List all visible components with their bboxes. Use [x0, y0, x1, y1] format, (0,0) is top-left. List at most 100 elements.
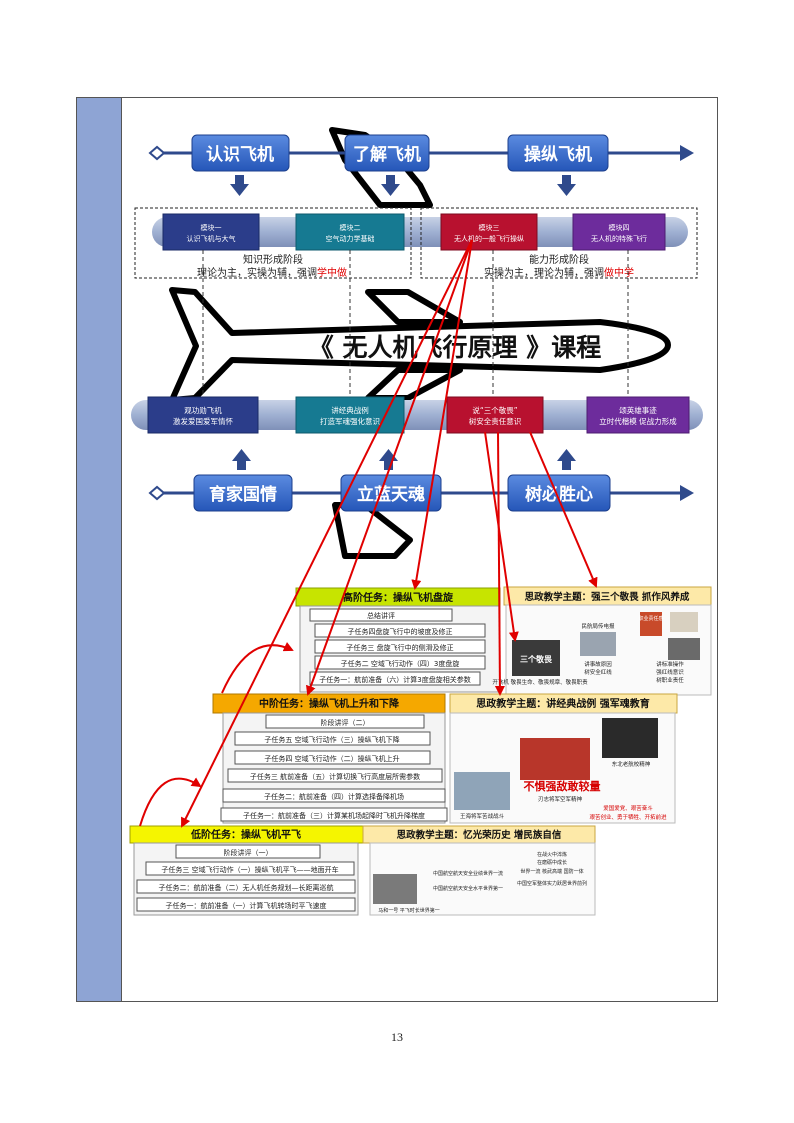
phase-desc-2: 实操为主，理论为辅，强调做中学 — [484, 266, 634, 279]
stage-label-1: 认识飞机 — [206, 144, 274, 165]
value-line2-4: 立时代楷模 促战力形成 — [599, 416, 677, 426]
phase-box-ability — [420, 207, 698, 279]
stage-down-arrows — [230, 175, 576, 196]
module-box-3 — [440, 213, 538, 251]
mid-text-3: 刃志将军空军精神 — [538, 795, 583, 803]
module-subtitle-3: 无人机的一般飞行操纵 — [454, 234, 524, 243]
page-number: 13 — [391, 1030, 403, 1044]
low-text-5: 中国航空航天安全业绩世界一流 — [433, 870, 503, 877]
mid-text-5: 艰苦创业、勇于牺牲、开拓前进 — [589, 813, 667, 821]
value-box-1 — [147, 396, 259, 434]
high-photo-5 — [668, 638, 700, 660]
mid-text-2: 王海将军苦战战斗 — [460, 812, 505, 820]
module-box-4 — [572, 213, 666, 251]
mid-task-panel — [222, 712, 446, 824]
phase-box-knowledge — [134, 207, 412, 279]
bottom-stage-box-1 — [193, 474, 293, 512]
mid-task-list: 阶段讲评（二） 子任务五 空域飞行动作（三）操纵飞机下降 子任务四 空域飞行动作… — [220, 714, 448, 822]
module-value-connectors — [202, 250, 629, 398]
high-text-2: 三个敬畏 — [520, 654, 553, 664]
mid-task-header-text: 中阶任务：操纵飞机上升和下降 — [259, 697, 400, 710]
low-photo-1 — [373, 874, 417, 904]
high-task-0: 总结讲评 — [367, 611, 395, 620]
phase-desc-1: 理论为主，实操为辅，强调学中做 — [197, 266, 347, 279]
top-flow-start-diamond — [148, 145, 166, 161]
value-line1-3: 说“三个敬畏” — [472, 405, 517, 415]
value-line1-4: 颂英雄事迹 — [619, 405, 657, 415]
high-text-5: 树安全红线 — [584, 668, 612, 676]
module-title-2: 模块二 — [340, 223, 361, 232]
top-flow-arrowhead — [680, 145, 694, 161]
value-box-4 — [586, 396, 690, 434]
value-line2-1: 激发爱国爱军情怀 — [173, 416, 233, 426]
high-text-6: 讲标准操作 — [656, 660, 684, 668]
mid-photo-3 — [454, 772, 510, 810]
bottom-stage-label-2: 立蓝天魂 — [357, 484, 425, 505]
low-task-header-text: 低阶任务：操纵飞机平飞 — [190, 828, 301, 841]
low-task-list: 阶段讲评（一） 子任务三 空域飞行动作（一）操纵飞机平飞——地面开车 子任务二：… — [136, 844, 356, 912]
module-subtitle-1: 认识飞机与大气 — [187, 234, 236, 243]
high-task-header-text: 高阶任务：操纵飞机盘旋 — [343, 591, 454, 604]
low-text-6: 马和一号 平飞时长世界第一 — [378, 907, 440, 914]
mid-task-2: 子任务四 空域飞行动作（二）操纵飞机上升 — [264, 754, 399, 763]
high-photo-1 — [512, 640, 560, 676]
value-up-arrows — [232, 449, 576, 470]
high-text-4: 讲事故原因 — [584, 660, 612, 668]
high-photo-2 — [580, 632, 616, 656]
red-link-arrows — [181, 239, 598, 828]
module-title-4: 模块四 — [609, 223, 630, 232]
mid-photo-2 — [602, 718, 658, 758]
high-theme-header-text: 思政教学主题：强三个敬畏 抓作风养成 — [525, 591, 690, 603]
high-photo-4 — [670, 612, 698, 632]
module-tube — [152, 217, 688, 247]
high-text-1: 职业责任感 — [638, 615, 663, 622]
phase-title-1: 知识形成阶段 — [243, 253, 303, 266]
phase-title-2: 能力形成阶段 — [529, 253, 589, 266]
mid-theme-header-text: 思政教学主题：讲经典战例 强军魂教育 — [476, 697, 649, 710]
low-text-3: 中国航空航天安全水平世界第一 — [433, 885, 503, 892]
bottom-stage-label-1: 育家国情 — [209, 484, 277, 505]
bottom-stage-box-3 — [507, 474, 611, 512]
mid-task-0: 阶段讲评（二） — [321, 718, 370, 727]
mid-photo-1 — [520, 738, 590, 780]
high-task-list: 总结讲评 子任务四盘旋飞行中的坡度及修正 子任务三 盘旋飞行中的侧滑及修正 子任… — [309, 608, 486, 686]
module-subtitle-4: 无人机的特殊飞行 — [591, 234, 647, 243]
curve-arrow-mid-to-high — [221, 642, 294, 694]
high-text-3: 开飞机 敬畏生命、敬畏规章、敬畏职责 — [492, 678, 588, 686]
value-line1-2: 讲经典战例 — [331, 405, 369, 415]
low-text-4: 中国空军整体实力跃居世界前列 — [517, 880, 587, 887]
low-text-2: 世界一流 核武高端 国防一体 — [520, 868, 583, 875]
curve-arrow-low-to-mid — [139, 777, 202, 827]
value-line2-3: 树安全责任意识 — [469, 416, 522, 426]
value-box-3 — [446, 396, 544, 434]
mid-task-4: 子任务二：航前准备（四）计算选择备降机场 — [264, 792, 404, 801]
high-task-2: 子任务三 盘旋飞行中的侧滑及修正 — [346, 643, 453, 652]
bottom-flow-start-diamond — [148, 485, 166, 501]
bottom-stage-box-2 — [340, 474, 442, 512]
stage-box-1 — [191, 134, 290, 172]
low-text-1: 在磨砺中成长 — [537, 859, 567, 866]
stage-box-3 — [507, 134, 609, 172]
stage-label-3: 操纵飞机 — [524, 144, 592, 165]
high-task-4: 子任务一：航前准备（六）计算3度盘旋相关参数 — [319, 675, 470, 684]
value-tube — [131, 400, 703, 430]
bottom-stage-label-3: 树必胜心 — [525, 484, 593, 505]
value-box-2 — [295, 396, 405, 434]
module-box-1 — [162, 213, 260, 251]
high-text-8: 树职业责任 — [656, 676, 684, 684]
value-line2-2: 打造军魂强化意识 — [320, 416, 380, 426]
module-title-3: 模块三 — [479, 223, 500, 232]
low-text-0: 在战火中淬炼 — [537, 851, 567, 858]
left-sidebar-band — [77, 98, 122, 1001]
module-title-1: 模块一 — [201, 223, 222, 232]
low-theme-header-text: 思政教学主题：忆光荣历史 增民族自信 — [397, 829, 562, 841]
module-box-2 — [295, 213, 405, 251]
mid-task-5: 子任务一：航前准备（三）计算某机场起降时飞机升降梯度 — [243, 811, 425, 820]
page-frame — [76, 97, 718, 1002]
mid-text-1: 不惧强敌敢较量 — [524, 779, 601, 793]
mid-task-3: 子任务三 航前准备（五）计算切换飞行高度层所需参数 — [250, 772, 420, 781]
bottom-flow-arrowhead — [680, 485, 694, 501]
module-subtitle-2: 空气动力学基础 — [326, 234, 375, 243]
high-photo-3 — [640, 612, 662, 636]
mid-text-4: 爱国爱党、艰苦奋斗 — [603, 804, 653, 812]
